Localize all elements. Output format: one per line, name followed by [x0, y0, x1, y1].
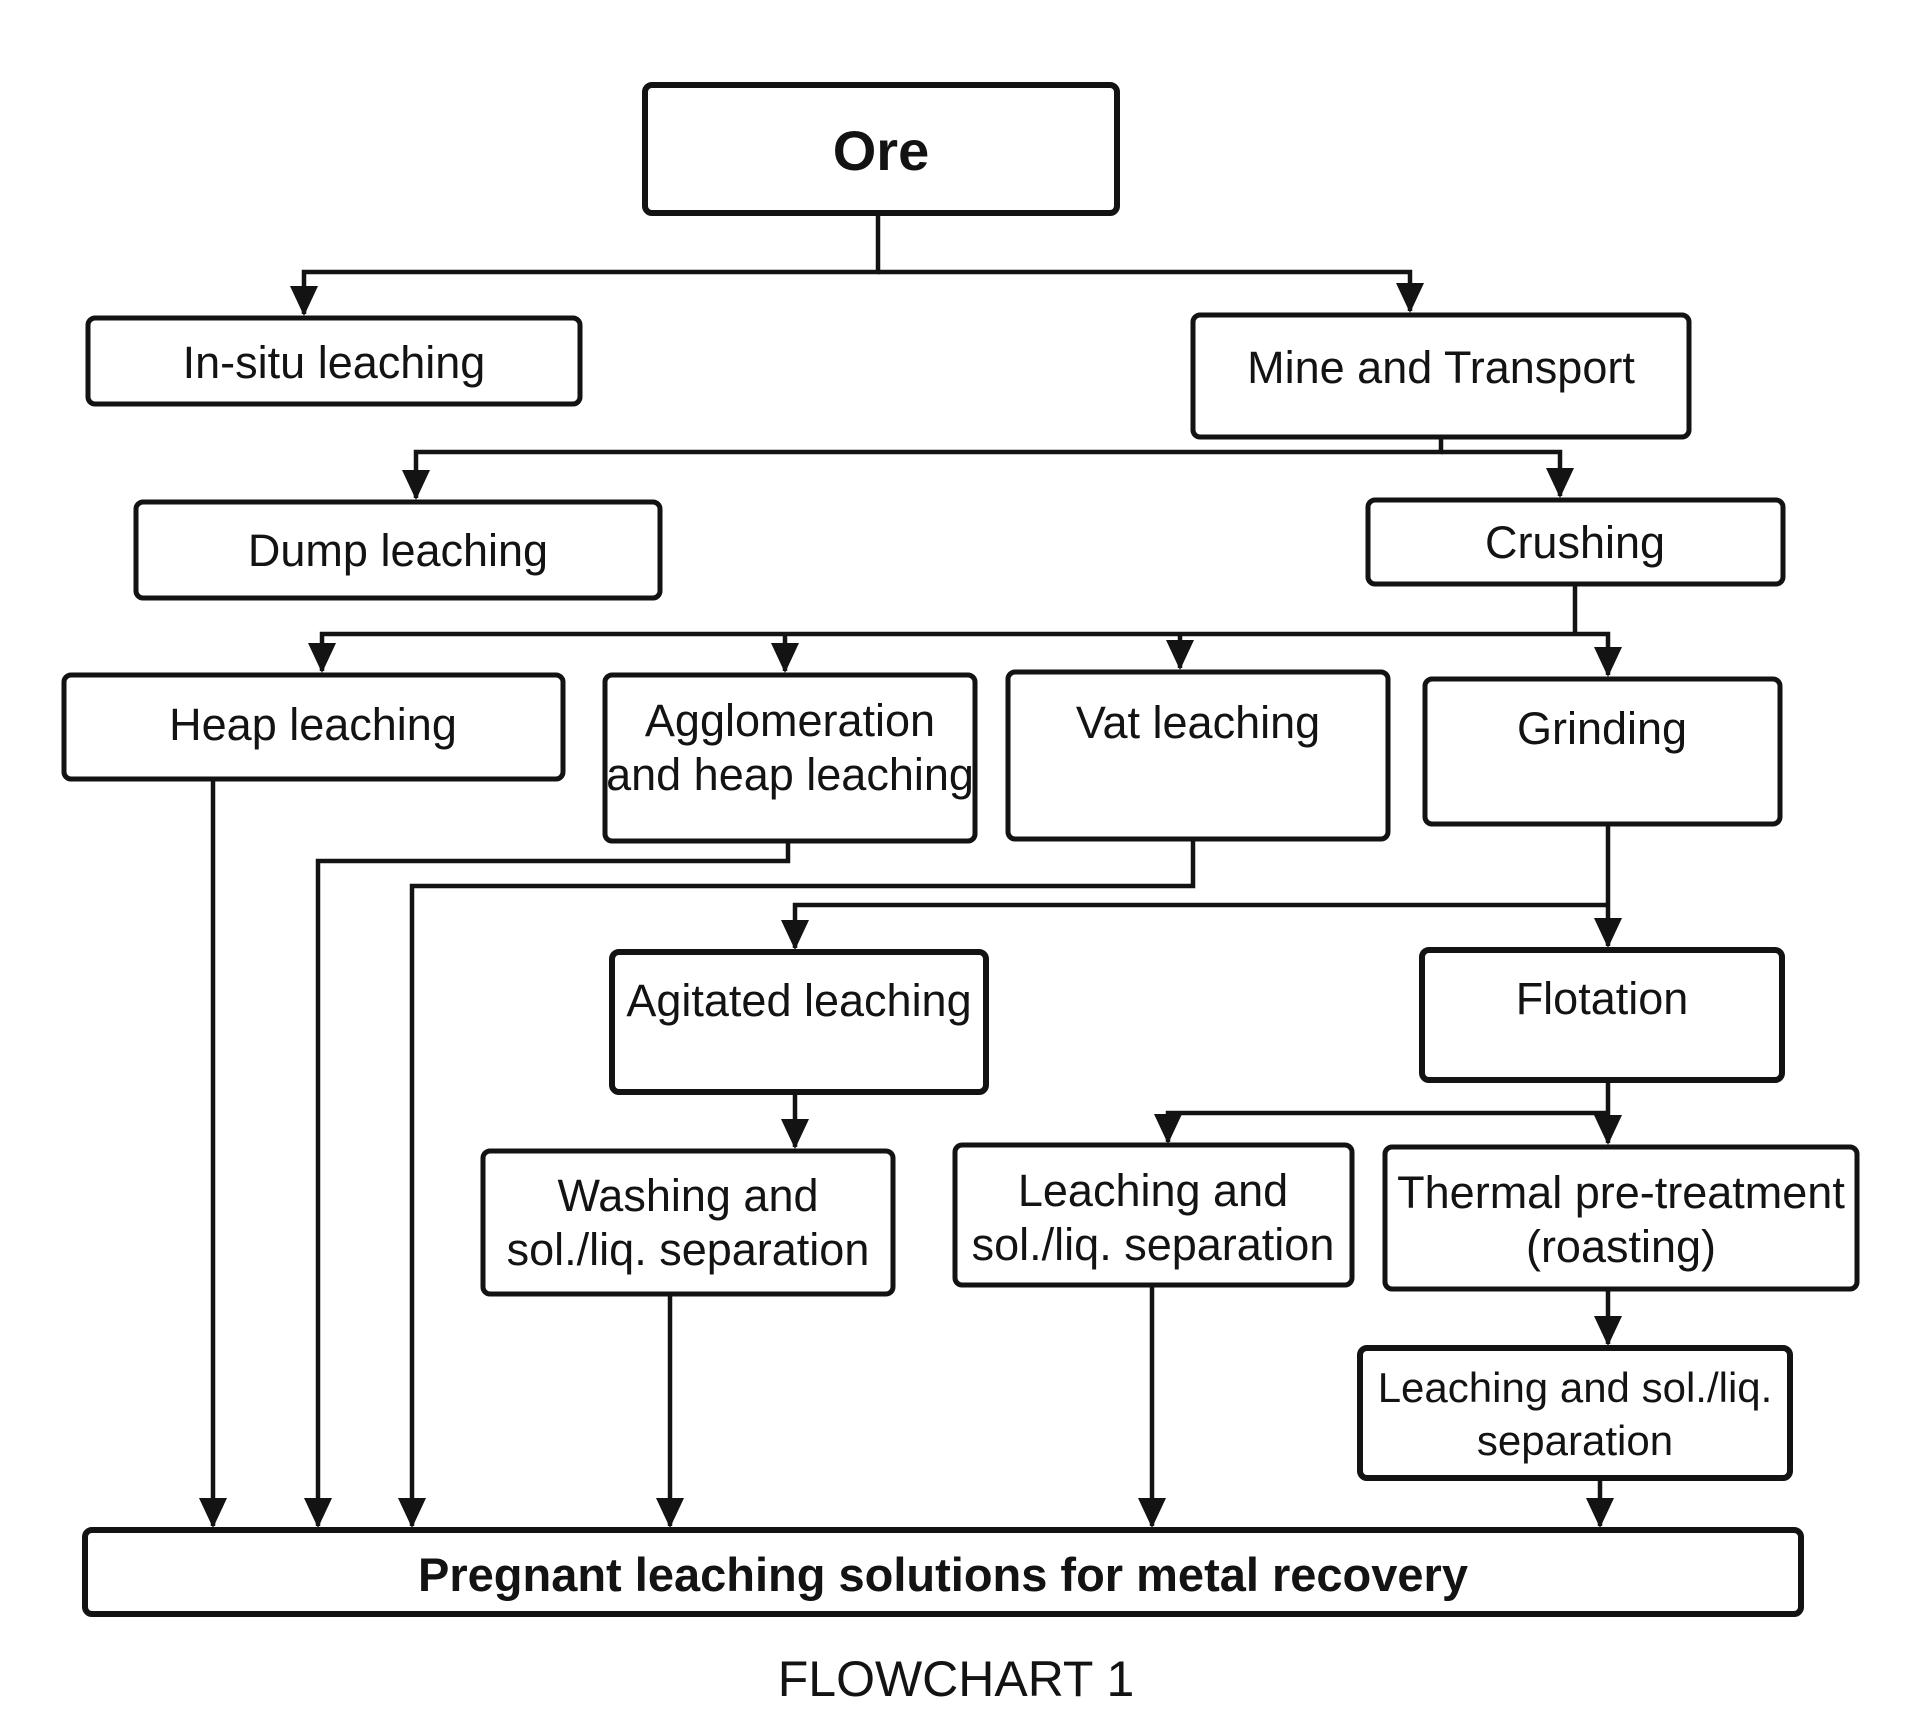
- node-leaching1-label-line1: Leaching and: [1018, 1165, 1288, 1216]
- node-agitated-box: [609, 949, 989, 1095]
- edge-ore-insitu: [290, 213, 881, 316]
- node-crushing-label: Crushing: [1485, 517, 1665, 568]
- node-grinding-box: [1422, 676, 1783, 827]
- node-leaching-separation-thermal: Leaching and sol./liq. separation: [1357, 1345, 1793, 1481]
- node-vat-leaching: Vat leaching: [1005, 669, 1391, 842]
- node-pregnant-label: Pregnant leaching solutions for metal re…: [418, 1548, 1468, 1601]
- node-heap-label: Heap leaching: [169, 699, 457, 750]
- node-leaching2-label-line2: separation: [1477, 1417, 1673, 1464]
- node-crushing: Crushing: [1365, 497, 1786, 587]
- node-mine-transport: Mine and Transport: [1190, 312, 1692, 440]
- node-agitated-label: Agitated leaching: [626, 975, 971, 1026]
- node-flotation: Flotation: [1419, 947, 1785, 1083]
- node-washing-box: [480, 1148, 896, 1297]
- node-agglomeration-heap-leaching: Agglomeration and heap leaching: [602, 672, 978, 844]
- node-heap-leaching: Heap leaching: [61, 672, 566, 782]
- node-insitu-label: In-situ leaching: [183, 337, 486, 388]
- flowchart-caption: FLOWCHART 1: [778, 1651, 1135, 1707]
- node-ore-box: [642, 82, 1120, 216]
- node-washing-label-line2: sol./liq. separation: [507, 1224, 870, 1275]
- node-mine-box: [1190, 312, 1692, 440]
- node-flotation-box: [1419, 947, 1785, 1083]
- node-agglomeration-box: [602, 672, 978, 844]
- edge-crushing-grinding: [1575, 631, 1622, 677]
- node-grinding: Grinding: [1422, 676, 1783, 827]
- node-leaching2-box: [1357, 1345, 1793, 1481]
- node-pregnant-box: [82, 1527, 1804, 1617]
- node-heap-box: [61, 672, 566, 782]
- edge-agglomeration-pregnant: [304, 841, 791, 1528]
- node-ore: Ore: [642, 82, 1120, 216]
- edge-mine-crushing: [1441, 449, 1574, 498]
- edge-mine-dump: [402, 437, 1444, 500]
- node-crushing-box: [1365, 497, 1786, 587]
- node-thermal-box: [1382, 1144, 1860, 1292]
- node-agglomeration-label-line2: and heap leaching: [606, 749, 974, 800]
- node-ore-label: Ore: [833, 119, 930, 182]
- node-mine-label: Mine and Transport: [1247, 342, 1635, 393]
- node-thermal-pretreatment: Thermal pre-treatment (roasting): [1382, 1144, 1860, 1292]
- edge-grinding-agitated: [781, 902, 1608, 950]
- edges-layer: [199, 213, 1622, 1528]
- node-vat-label: Vat leaching: [1076, 697, 1320, 748]
- node-grinding-label: Grinding: [1517, 703, 1687, 754]
- edge-flotation-leaching: [1154, 1110, 1608, 1144]
- node-leaching1-box: [952, 1142, 1355, 1288]
- node-leaching-separation-flotation: Leaching and sol./liq. separation: [952, 1142, 1355, 1288]
- node-agglomeration-label-line1: Agglomeration: [645, 695, 935, 746]
- node-vat-box: [1005, 669, 1391, 842]
- node-dump-leaching: Dump leaching: [133, 499, 663, 601]
- node-flotation-label: Flotation: [1516, 973, 1689, 1024]
- node-dump-box: [133, 499, 663, 601]
- node-washing-separation: Washing and sol./liq. separation: [480, 1148, 896, 1297]
- edge-vat-pregnant: [398, 839, 1196, 1528]
- node-insitu-leaching: In-situ leaching: [85, 315, 583, 407]
- node-thermal-label-line2: (roasting): [1526, 1221, 1716, 1272]
- node-leaching2-label-line1: Leaching and sol./liq.: [1378, 1364, 1773, 1411]
- nodes-layer: Ore In-situ leaching Mine and Transport …: [61, 82, 1860, 1617]
- node-washing-label-line1: Washing and: [558, 1170, 819, 1221]
- node-thermal-label-line1: Thermal pre-treatment: [1397, 1167, 1845, 1218]
- node-pregnant-solutions: Pregnant leaching solutions for metal re…: [82, 1527, 1804, 1617]
- node-agitated-leaching: Agitated leaching: [609, 949, 989, 1095]
- node-dump-label: Dump leaching: [248, 525, 548, 576]
- edge-ore-mine: [878, 269, 1424, 313]
- edge-crushing-heap: [308, 631, 1575, 673]
- node-insitu-box: [85, 315, 583, 407]
- node-leaching1-label-line2: sol./liq. separation: [972, 1219, 1335, 1270]
